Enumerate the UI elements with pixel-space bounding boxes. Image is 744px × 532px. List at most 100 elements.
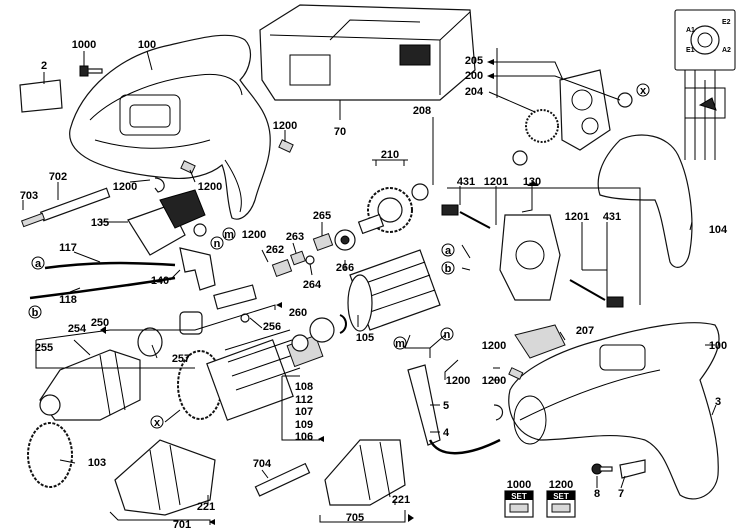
set-box-1000: SET bbox=[504, 490, 534, 518]
spindle-260 bbox=[213, 284, 257, 323]
label-704: 704 bbox=[253, 458, 272, 470]
label-1000: 1000 bbox=[72, 39, 96, 51]
label-204: 204 bbox=[465, 86, 484, 98]
screw-8 bbox=[591, 463, 613, 475]
label-250: 250 bbox=[91, 317, 109, 329]
label-103: 103 bbox=[88, 457, 106, 469]
label-set-1000: 1000 bbox=[507, 479, 531, 491]
label-70: 70 bbox=[334, 126, 346, 138]
pin-1200-a bbox=[278, 139, 294, 153]
clip-7 bbox=[619, 459, 646, 479]
label-4: 4 bbox=[443, 427, 450, 439]
gear-housing-200 bbox=[559, 69, 611, 151]
label-140: 140 bbox=[151, 275, 169, 287]
label-702: 702 bbox=[49, 171, 67, 183]
spring-262 bbox=[271, 258, 293, 278]
label-221-a: 221 bbox=[197, 501, 215, 513]
bracket-arrows bbox=[100, 59, 539, 525]
label-264: 264 bbox=[303, 279, 322, 291]
label-x-2: x bbox=[154, 417, 161, 429]
pin-1200-c bbox=[508, 367, 524, 380]
brush-431-a bbox=[441, 204, 459, 216]
ring-106 bbox=[339, 314, 347, 334]
brush-431-b bbox=[606, 296, 624, 308]
label-m-1: m bbox=[224, 229, 234, 241]
label-a-1: a bbox=[35, 258, 42, 270]
chuck-254 bbox=[39, 349, 141, 421]
label-254: 254 bbox=[68, 323, 87, 335]
housing-half-100 bbox=[69, 34, 271, 220]
label-1200-d: 1200 bbox=[242, 229, 266, 241]
leader-lines bbox=[22, 48, 717, 525]
switch-135 bbox=[127, 189, 207, 256]
spring-265 bbox=[312, 232, 334, 252]
brush-holder-130 bbox=[499, 214, 561, 301]
set-box-1200: SET bbox=[546, 490, 576, 518]
cover-207 bbox=[514, 324, 566, 359]
label-109: 109 bbox=[295, 419, 313, 431]
cable-5 bbox=[407, 364, 501, 455]
label-255: 255 bbox=[35, 342, 53, 354]
spring-263 bbox=[290, 250, 306, 266]
carry-case-70 bbox=[259, 4, 476, 101]
label-703: 703 bbox=[20, 190, 38, 202]
label-7: 7 bbox=[618, 488, 624, 500]
label-3: 3 bbox=[715, 396, 721, 408]
label-a2: A2 bbox=[722, 47, 731, 54]
label-257: 257 bbox=[172, 353, 190, 365]
ring-103 bbox=[27, 422, 73, 488]
depth-locator-221-a bbox=[114, 439, 216, 516]
label-1200-e: 1200 bbox=[446, 375, 470, 387]
set-label-1200: SET bbox=[553, 492, 569, 501]
label-e2: E2 bbox=[722, 19, 731, 26]
label-200: 200 bbox=[465, 70, 483, 82]
label-263: 263 bbox=[286, 231, 304, 243]
bearing-108 bbox=[291, 334, 309, 352]
label-x-1: x bbox=[640, 85, 647, 97]
label-117: 117 bbox=[59, 242, 77, 254]
label-112: 112 bbox=[295, 394, 313, 406]
bushing-208 bbox=[512, 150, 528, 166]
label-205: 205 bbox=[465, 55, 483, 67]
label-5: 5 bbox=[443, 400, 449, 412]
pin-1200-b bbox=[180, 160, 196, 174]
handle-104 bbox=[597, 134, 693, 268]
bearing-109 bbox=[309, 317, 335, 343]
label-130: 130 bbox=[523, 176, 541, 188]
label-208: 208 bbox=[413, 105, 431, 117]
wiring-schematic bbox=[674, 9, 736, 160]
clutch-266 bbox=[334, 229, 356, 251]
label-2 bbox=[19, 79, 63, 113]
label-1200-a: 1200 bbox=[273, 120, 297, 132]
wire-117 bbox=[44, 261, 176, 270]
bit-holder-704 bbox=[254, 462, 311, 497]
label-1200-c: 1200 bbox=[198, 181, 222, 193]
set-label-1000: SET bbox=[511, 492, 527, 501]
clip-1200-b bbox=[493, 404, 504, 421]
spring-1201-b bbox=[569, 279, 606, 301]
label-106: 106 bbox=[295, 431, 313, 443]
gear-210 bbox=[357, 183, 429, 235]
gear-204 bbox=[525, 109, 559, 143]
label-104: 104 bbox=[709, 224, 728, 236]
label-1201-a: 1201 bbox=[484, 176, 508, 188]
screw-1000 bbox=[79, 65, 103, 77]
spring-1201-a bbox=[459, 211, 491, 229]
label-207: 207 bbox=[576, 325, 594, 337]
label-118: 118 bbox=[59, 294, 77, 306]
label-210: 210 bbox=[381, 149, 399, 161]
label-260: 260 bbox=[289, 307, 307, 319]
clip-1200 bbox=[154, 177, 165, 193]
label-1201-b: 1201 bbox=[565, 211, 589, 223]
bracket-140 bbox=[179, 247, 216, 291]
label-256: 256 bbox=[263, 321, 281, 333]
label-108: 108 bbox=[295, 381, 313, 393]
label-266: 266 bbox=[336, 262, 354, 274]
washer-264 bbox=[305, 255, 315, 265]
depth-locator-221-b bbox=[324, 439, 406, 506]
field-stator-105 bbox=[347, 249, 441, 332]
label-705: 705 bbox=[346, 512, 364, 524]
label-265: 265 bbox=[313, 210, 331, 222]
